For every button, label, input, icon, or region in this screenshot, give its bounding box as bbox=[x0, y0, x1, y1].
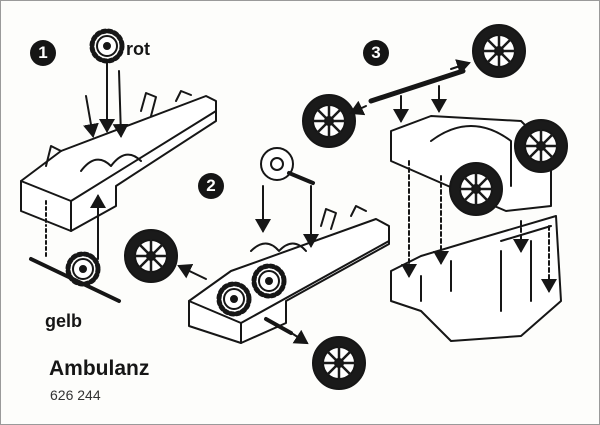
step3-wheel-top bbox=[471, 23, 527, 79]
step2-right-wheel bbox=[311, 335, 367, 391]
step2-left-wheel bbox=[123, 228, 179, 284]
step1-red-gear bbox=[92, 31, 122, 61]
label-gelb: gelb bbox=[45, 311, 83, 331]
product-name: Ambulanz bbox=[49, 357, 150, 380]
step-2-badge: 2 bbox=[198, 173, 224, 199]
step2-gear-a bbox=[219, 284, 249, 314]
step3-wheel-left bbox=[301, 93, 357, 149]
step2-gear-b bbox=[254, 266, 284, 296]
step2-chassis bbox=[188, 205, 390, 344]
step1-chassis bbox=[20, 90, 217, 232]
step-3-badge: 3 bbox=[363, 40, 389, 66]
step3-wheel-right bbox=[513, 118, 569, 174]
step-1-badge: 1 bbox=[30, 40, 56, 66]
label-rot: rot bbox=[126, 39, 150, 59]
step3-wheel-front bbox=[448, 161, 504, 217]
product-number: 626 244 bbox=[50, 387, 101, 403]
